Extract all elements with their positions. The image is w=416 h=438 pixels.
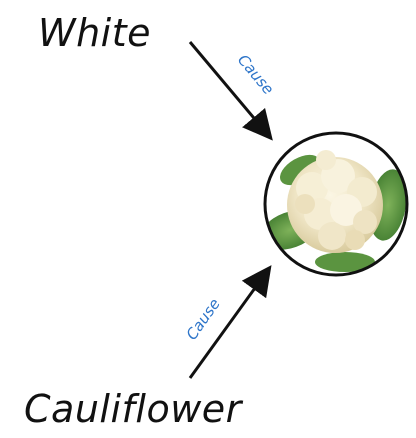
top-cause-label: Cause xyxy=(234,51,277,98)
cauliflower-image xyxy=(256,133,412,275)
bottom-cause-label: Cause xyxy=(183,295,224,343)
